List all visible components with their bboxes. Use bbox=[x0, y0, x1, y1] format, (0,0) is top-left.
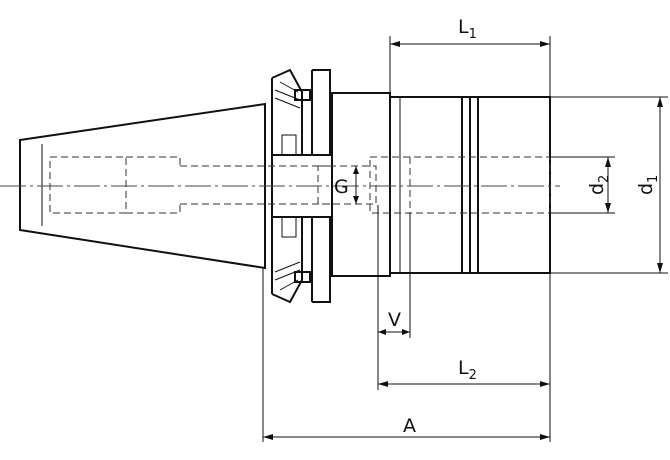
clamping-sleeve bbox=[389, 96, 551, 274]
dimension-l1 bbox=[390, 41, 550, 47]
label-a: A bbox=[403, 415, 416, 437]
collar bbox=[271, 68, 333, 304]
dimension-d2 bbox=[605, 157, 611, 213]
dimension-v bbox=[378, 329, 410, 335]
label-g: G bbox=[334, 176, 349, 198]
label-v: V bbox=[388, 309, 401, 331]
label-d1: d1 bbox=[635, 175, 661, 195]
label-l2: L2 bbox=[458, 357, 477, 383]
hidden-bores bbox=[49, 156, 551, 214]
label-l1: L1 bbox=[458, 16, 477, 42]
dimension-d1 bbox=[657, 97, 663, 273]
extension-lines bbox=[262, 36, 668, 442]
label-d2: d2 bbox=[586, 175, 612, 195]
dimension-l2 bbox=[378, 381, 550, 387]
dimension-a bbox=[263, 434, 550, 440]
dimension-g bbox=[353, 166, 359, 204]
